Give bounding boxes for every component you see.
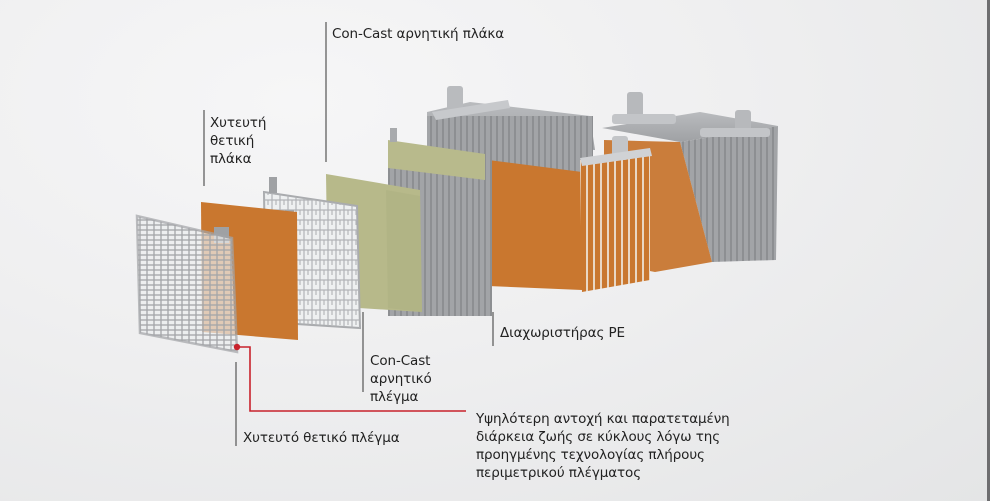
callout-dot — [233, 343, 241, 351]
callout-connector — [233, 343, 466, 412]
label-separator: Διαχωριστήρας PE — [500, 325, 625, 341]
label-positive-plate: Χυτευτή θετική πλάκα — [210, 115, 267, 167]
terminal-lug — [447, 86, 463, 114]
positive-grid — [135, 214, 239, 354]
label-benefit: Υψηλότερη αντοχή και παρατεταμένη διάρκε… — [476, 411, 730, 481]
right-edge-border — [987, 0, 990, 501]
label-negative-plate: Con-Cast αρνητική πλάκα — [332, 26, 505, 42]
label-negative-grid: Con-Cast αρνητικό πλέγμα — [370, 353, 432, 405]
leader-lines — [203, 22, 494, 446]
terminal-lug — [627, 92, 643, 118]
label-positive-grid: Χυτευτό θετικό πλέγμα — [243, 430, 400, 446]
